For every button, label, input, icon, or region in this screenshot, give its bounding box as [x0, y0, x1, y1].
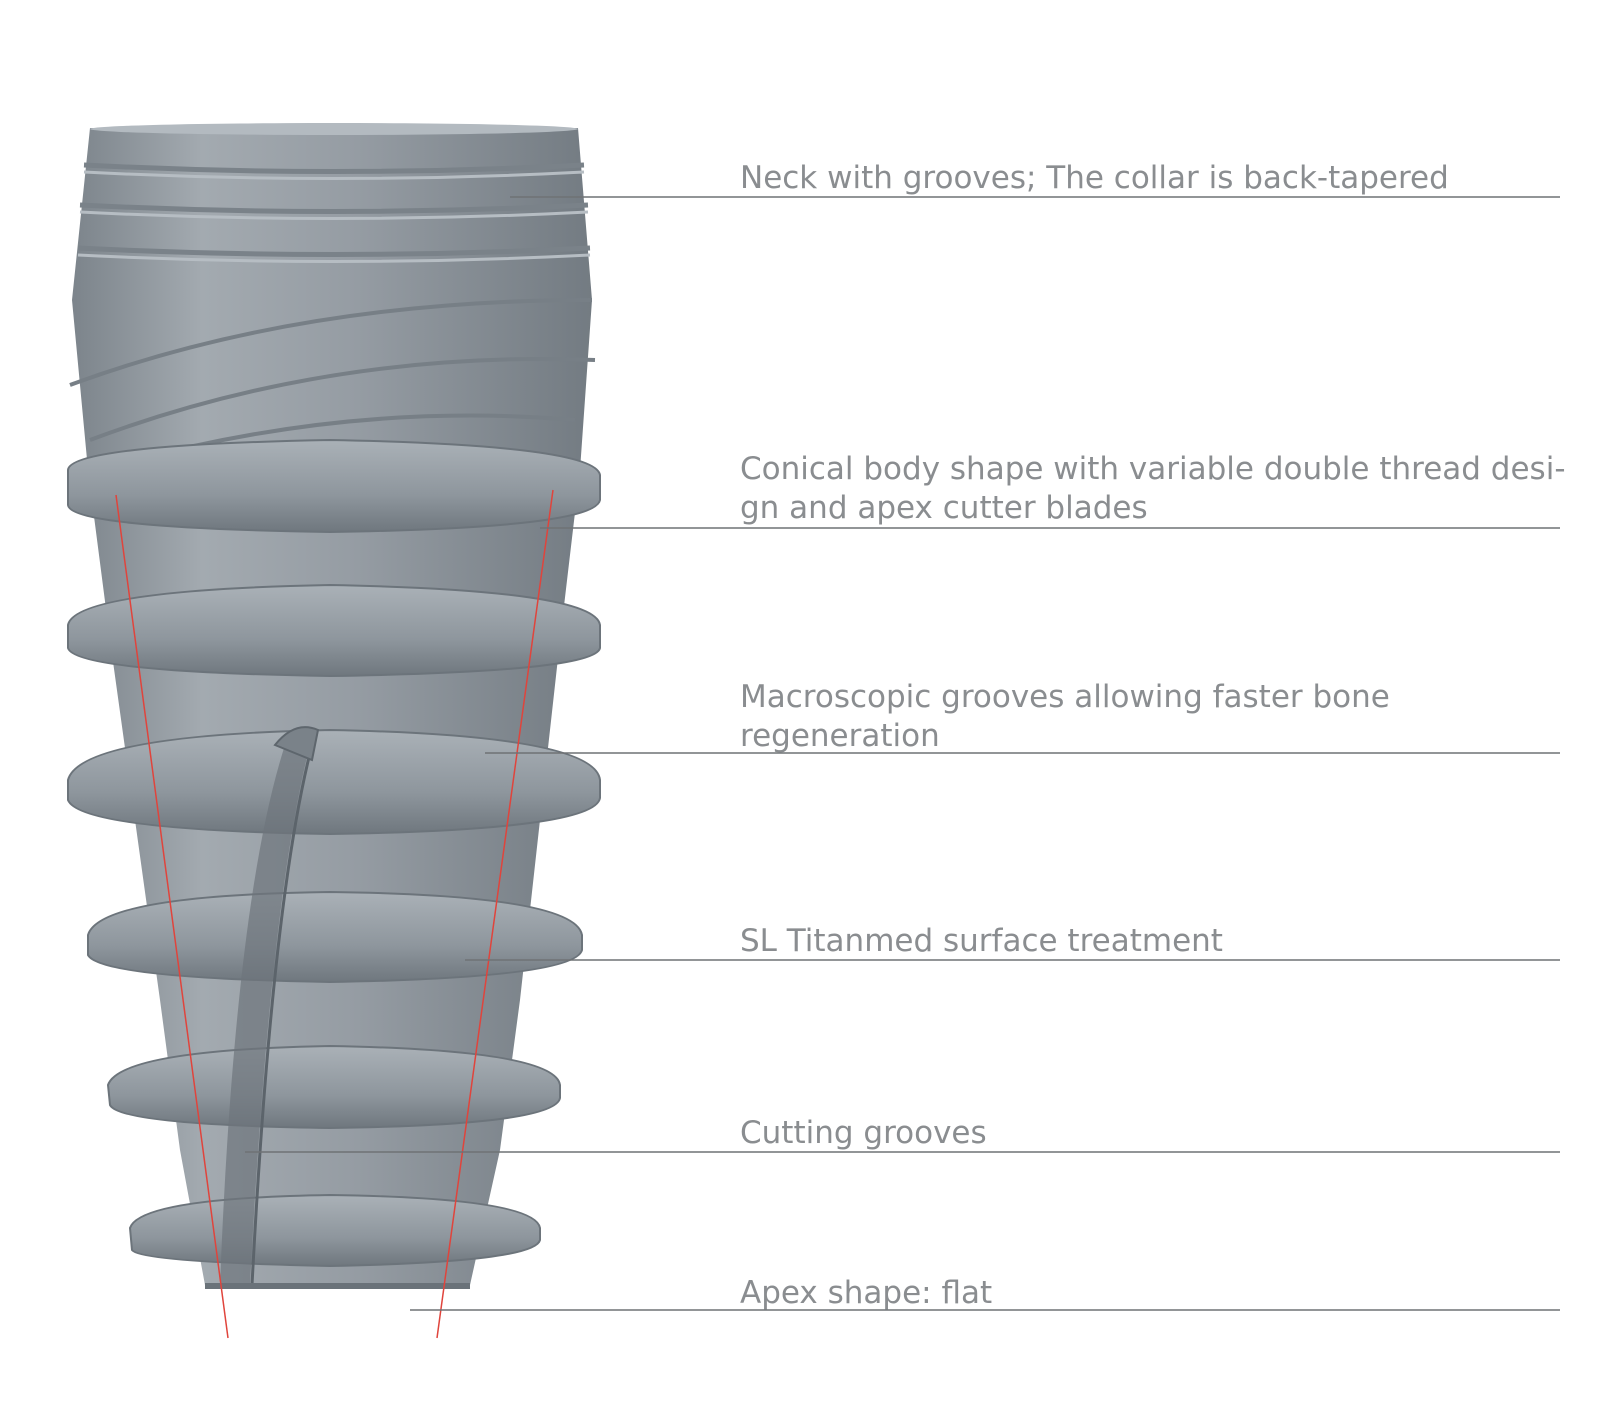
label-body: Conical body shape with variable double …	[740, 451, 1575, 526]
implant-illustration	[67, 123, 601, 1289]
taper-lines	[115, 489, 554, 1339]
label-body-line-2: gn and apex cutter blades	[740, 490, 1148, 526]
macro-notch	[273, 726, 320, 762]
label-macro-line-2: regeneration	[740, 718, 940, 754]
label-body-line-1: Conical body shape with variable double …	[740, 451, 1566, 487]
label-surface-line-1: SL Titanmed surface treatment	[740, 923, 1223, 959]
cutting-channel-edge	[250, 744, 314, 1286]
label-macro-line-1: Macroscopic grooves allowing faster bone	[740, 679, 1390, 715]
label-cutting-line-1: Cutting grooves	[740, 1115, 987, 1151]
apex-flat	[205, 1283, 470, 1289]
leader-lines	[245, 196, 1560, 1311]
label-neck-line-1: Neck with grooves; The collar is back-ta…	[740, 160, 1449, 196]
collar-top	[90, 123, 578, 135]
label-apex-line-1: Apex shape: flat	[740, 1275, 992, 1311]
label-neck: Neck with grooves; The collar is back-ta…	[740, 160, 1449, 196]
label-cutting: Cutting grooves	[740, 1115, 987, 1151]
neck-grooves	[77, 162, 591, 257]
taper-line-right	[436, 489, 554, 1339]
label-macro: Macroscopic grooves allowing faster bone…	[740, 679, 1400, 754]
cutting-channel	[220, 745, 310, 1285]
taper-line-left	[115, 494, 229, 1339]
neck-groove-highlights	[77, 170, 591, 263]
annotation-labels: Neck with grooves; The collar is back-ta…	[740, 160, 1575, 1311]
label-apex: Apex shape: flat	[740, 1275, 992, 1311]
label-surface: SL Titanmed surface treatment	[740, 923, 1223, 959]
